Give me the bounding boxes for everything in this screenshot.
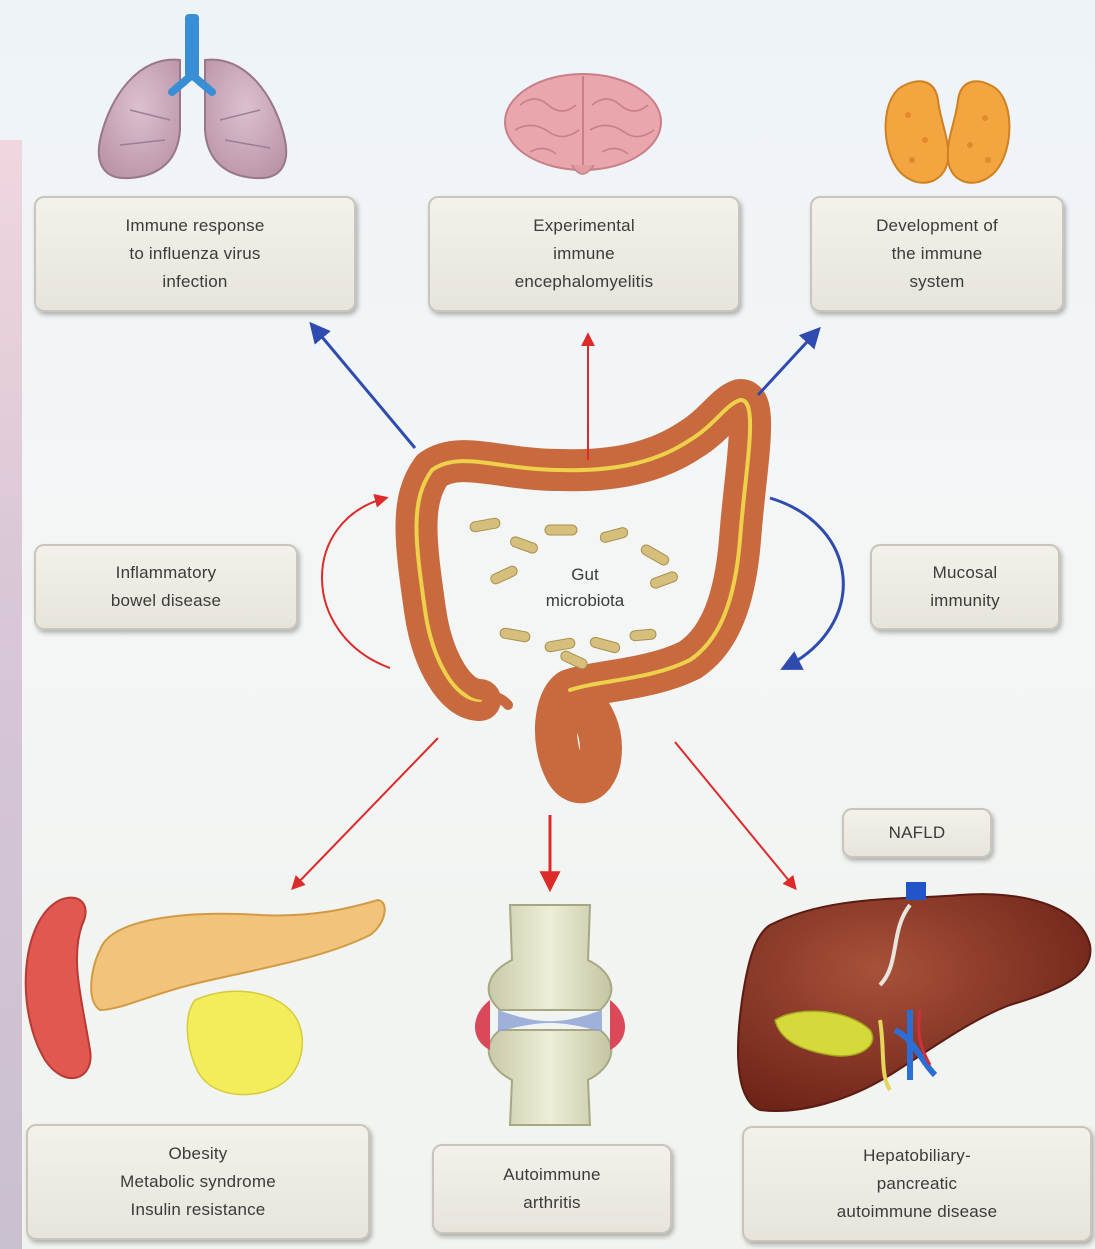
label-hepatobiliary-pancreatic-autoimmune: Hepatobiliary- pancreatic autoimmune dis… [742,1126,1092,1242]
label-obesity-metabolic-syndrome: Obesity Metabolic syndrome Insulin resis… [26,1124,370,1240]
label-experimental-immune-encephalomyelitis: Experimental immune encephalomyelitis [428,196,740,312]
lungs-icon [99,14,287,178]
brain-icon [505,74,661,174]
label-inflammatory-bowel-disease: Inflammatory bowel disease [34,544,298,630]
joint-icon [475,905,625,1125]
arrow-mucosal-loop [770,498,843,668]
arrow-ibd-loop [322,498,390,668]
arrow-to-thymus [758,330,818,395]
label-gut-microbiota: Gut microbiota [520,562,650,622]
label-development-immune-system: Development of the immune system [810,196,1064,312]
arrow-to-lungs [312,325,415,448]
label-mucosal-immunity: Mucosal immunity [870,544,1060,630]
label-nafld: NAFLD [842,808,992,858]
label-autoimmune-arthritis: Autoimmune arthritis [432,1144,672,1234]
label-immune-response-influenza: Immune response to influenza virus infec… [34,196,356,312]
thymus-icon [886,81,1010,182]
arrow-to-liver [675,742,795,888]
liver-icon [738,882,1090,1111]
arrow-to-pancreas [293,738,438,888]
pancreas-icon [26,898,385,1095]
